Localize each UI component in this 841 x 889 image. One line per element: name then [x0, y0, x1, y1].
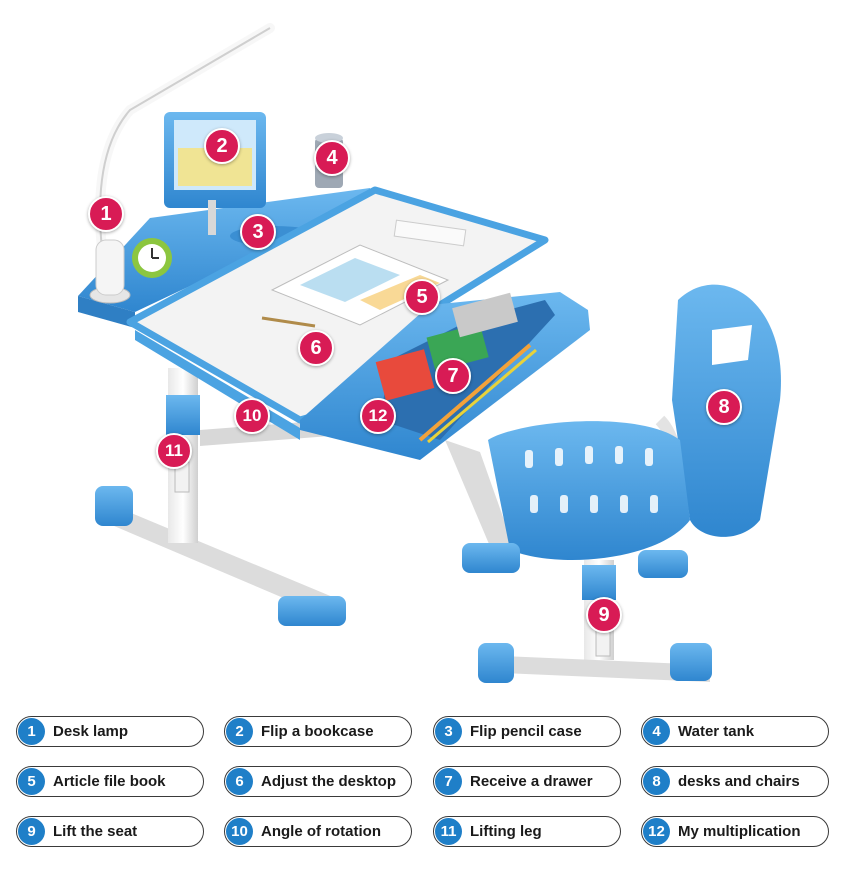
- book: [261, 244, 450, 328]
- legend-badge: 2: [226, 718, 253, 745]
- legend-item-8: 8 desks and chairs: [641, 766, 829, 797]
- legend-label: Article file book: [53, 773, 166, 790]
- marker-8: 8: [706, 389, 742, 425]
- legend-item-4: 4 Water tank: [641, 716, 829, 747]
- legend-label: Flip a bookcase: [261, 723, 374, 740]
- legend-item-12: 12 My multiplication: [641, 816, 829, 847]
- legend-label: My multiplication: [678, 823, 801, 840]
- legend-badge: 11: [435, 818, 462, 845]
- legend-label: Flip pencil case: [470, 723, 582, 740]
- desk-chair-illustration: [78, 23, 781, 683]
- legend-label: Lift the seat: [53, 823, 138, 840]
- legend-item-10: 10 Angle of rotation: [224, 816, 412, 847]
- legend-badge: 12: [643, 818, 670, 845]
- legend-item-9: 9 Lift the seat: [16, 816, 204, 847]
- marker-12: 12: [360, 398, 396, 434]
- desk-lamp: [89, 23, 275, 304]
- legend-item-2: 2 Flip a bookcase: [224, 716, 412, 747]
- feature-legend: 1 Desk lamp 2 Flip a bookcase 3 Flip pen…: [16, 716, 830, 852]
- legend-item-11: 11 Lifting leg: [433, 816, 621, 847]
- marker-2: 2: [204, 128, 240, 164]
- legend-badge: 10: [226, 818, 253, 845]
- legend-item-1: 1 Desk lamp: [16, 716, 204, 747]
- legend-badge: 3: [435, 718, 462, 745]
- legend-label: desks and chairs: [678, 773, 800, 790]
- legend-badge: 7: [435, 768, 462, 795]
- alarm-clock: [132, 238, 172, 278]
- marker-1: 1: [88, 196, 124, 232]
- marker-5: 5: [404, 279, 440, 315]
- legend-label: Water tank: [678, 723, 755, 740]
- legend-badge: 8: [643, 768, 670, 795]
- legend-badge: 9: [18, 818, 45, 845]
- legend-item-6: 6 Adjust the desktop: [224, 766, 412, 797]
- marker-7: 7: [435, 358, 471, 394]
- legend-item-5: 5 Article file book: [16, 766, 204, 797]
- legend-label: Desk lamp: [53, 723, 129, 740]
- legend-label: Receive a drawer: [470, 773, 593, 790]
- legend-item-3: 3 Flip pencil case: [433, 716, 621, 747]
- marker-4: 4: [314, 140, 350, 176]
- legend-label: Lifting leg: [470, 823, 542, 840]
- desk-legs: [95, 368, 520, 626]
- legend-badge: 5: [18, 768, 45, 795]
- legend-item-7: 7 Receive a drawer: [433, 766, 621, 797]
- legend-label: Angle of rotation: [261, 823, 381, 840]
- legend-badge: 1: [18, 718, 45, 745]
- marker-11: 11: [156, 433, 192, 469]
- marker-6: 6: [298, 330, 334, 366]
- marker-9: 9: [586, 597, 622, 633]
- marker-3: 3: [240, 214, 276, 250]
- legend-badge: 4: [643, 718, 670, 745]
- legend-label: Adjust the desktop: [261, 773, 397, 790]
- legend-badge: 6: [226, 768, 253, 795]
- marker-10: 10: [234, 398, 270, 434]
